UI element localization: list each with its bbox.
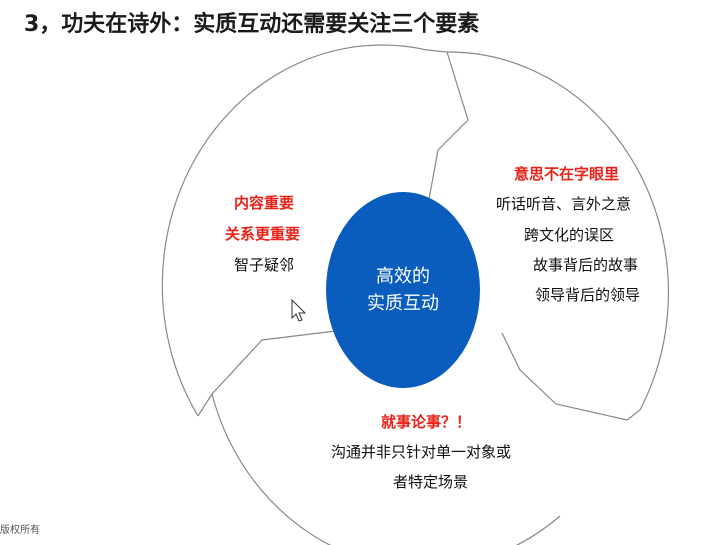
bottom-heading: 就事论事？！ [381, 413, 472, 431]
right-heading: 意思不在字眼里 [514, 165, 620, 183]
core-line-2: 实质互动 [367, 293, 439, 314]
right-item-3: 故事背后的故事 [533, 256, 639, 274]
core-ellipse [326, 192, 480, 388]
arrow-top [426, 49, 469, 211]
bottom-line-1: 沟通并非只针对单一对象或 [331, 443, 512, 461]
core-label: 高效的 实质互动 [328, 190, 478, 390]
ring-segment-bottom [211, 393, 561, 545]
ring-segment-top [446, 51, 669, 411]
bottom-line-2: 者特定场景 [393, 473, 469, 491]
left-heading-1: 内容重要 [234, 194, 295, 212]
slide-title: 3，功夫在诗外：实质互动还需要关注三个要素 [24, 12, 480, 37]
left-heading-2: 关系更重要 [225, 225, 301, 243]
right-item-4: 领导背后的领导 [535, 286, 641, 304]
core-line-1: 高效的 [376, 266, 430, 287]
arrow-right [501, 332, 641, 421]
mouse-cursor-icon [291, 298, 307, 322]
right-item-2: 跨文化的误区 [524, 226, 615, 244]
left-item: 智子疑邻 [234, 256, 295, 274]
arrow-left [197, 327, 361, 417]
ring-segment-left [161, 44, 428, 417]
right-item-1: 听话听音、言外之意 [496, 195, 632, 213]
copyright-footer: 版权所有 [0, 525, 40, 536]
